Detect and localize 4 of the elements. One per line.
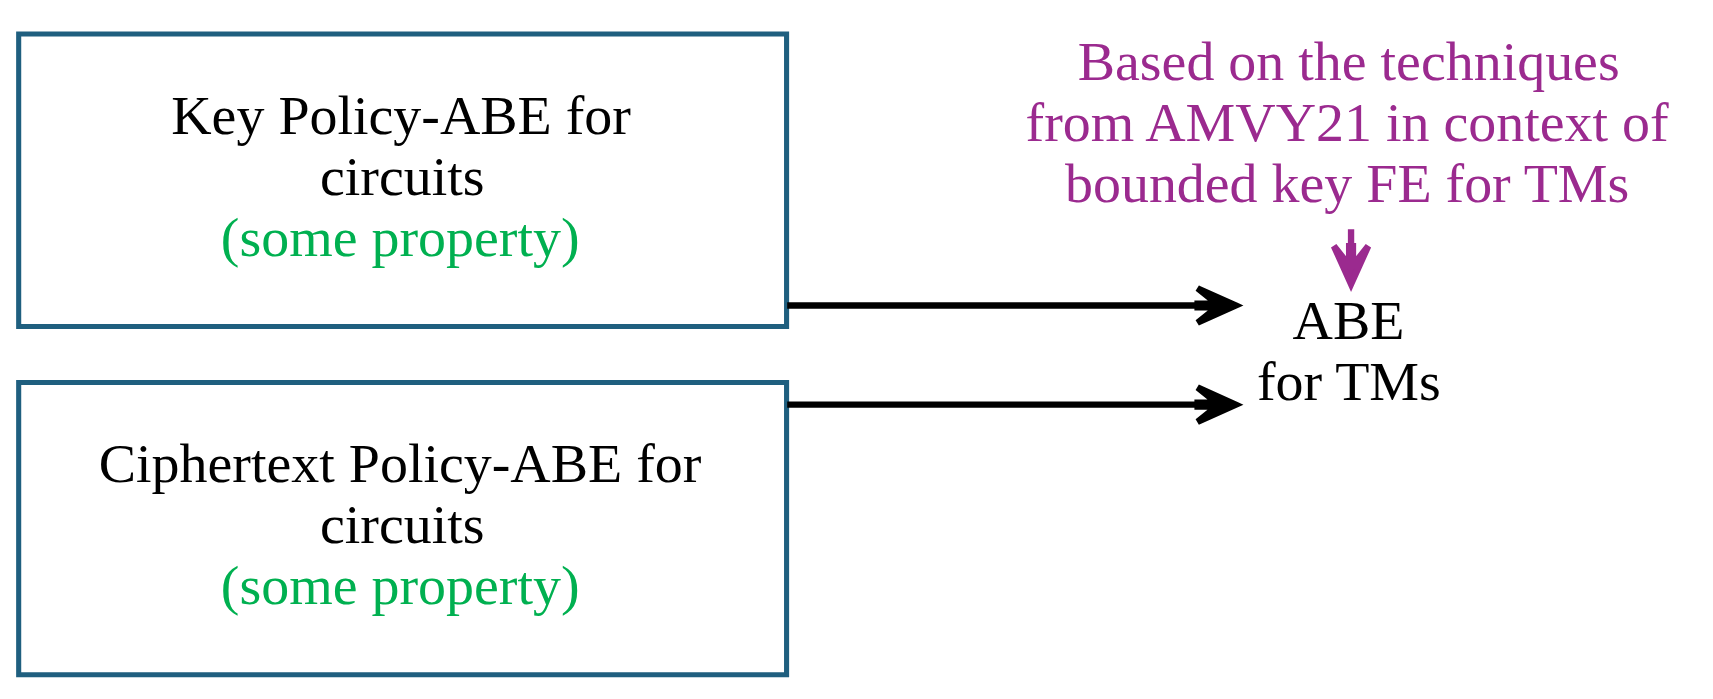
node-box: Key Policy-ABE for circuits (some property) (16, 31, 790, 329)
node-text: ABE for TMs (1256, 288, 1441, 412)
node-text: Based on the techniques from AMVY21 in context of bounded key FE for TMs (1025, 29, 1669, 214)
node-box: Ciphertext Policy-ABE for circuits (some property) (16, 379, 790, 677)
